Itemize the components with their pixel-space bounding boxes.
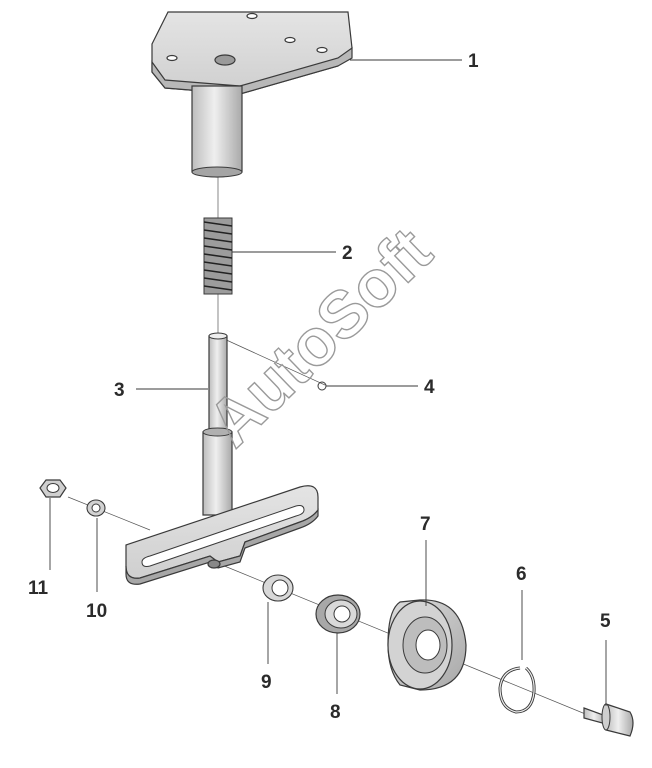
part-8-bearing <box>315 594 361 634</box>
part-6-retaining-ring <box>498 666 536 714</box>
leader-lines <box>49 59 607 706</box>
callout-3: 3 <box>114 380 125 401</box>
part-3-pin-shaft <box>202 332 233 516</box>
callout-4: 4 <box>424 377 435 398</box>
callout-1: 1 <box>468 51 479 72</box>
callout-11: 11 <box>28 578 49 599</box>
pin-axis-line <box>221 337 326 386</box>
part-9-spacer-ring <box>262 574 294 602</box>
callout-6: 6 <box>516 564 527 585</box>
part-10-washer <box>86 499 106 517</box>
callout-2: 2 <box>342 243 353 264</box>
callout-7: 7 <box>420 514 431 535</box>
callout-10: 10 <box>86 601 107 622</box>
part-1-mounting-plate <box>151 11 353 178</box>
bolt-axis-line <box>67 496 151 531</box>
part-11-nut <box>39 479 67 498</box>
callout-5: 5 <box>600 611 611 632</box>
callout-8: 8 <box>330 702 341 723</box>
callout-9: 9 <box>261 672 272 693</box>
part-2-spring <box>203 217 233 295</box>
part-5-axle-pin <box>583 703 634 737</box>
part-7-roller-wheel <box>387 599 467 691</box>
slotted-lever-arm <box>125 485 319 585</box>
